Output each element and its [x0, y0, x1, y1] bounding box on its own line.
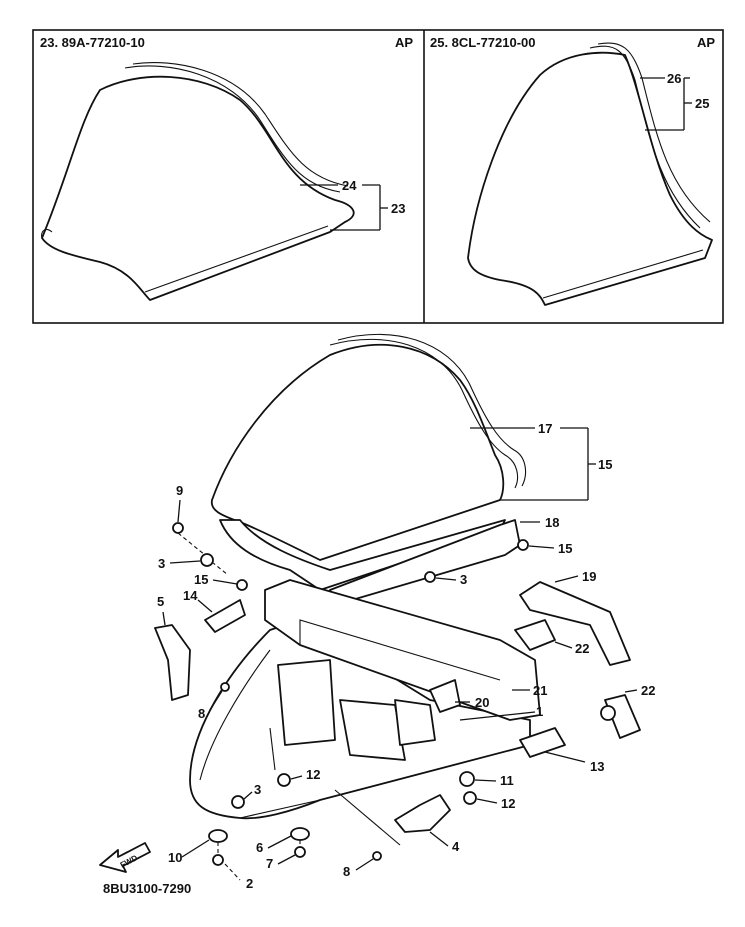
label-15-left: 15	[194, 572, 208, 587]
inset-right-region: AP	[697, 35, 715, 50]
part-1: 1	[459, 704, 543, 721]
label-1: 1	[536, 704, 543, 719]
part-20: 20	[429, 679, 489, 713]
label-24: 24	[342, 178, 357, 193]
label-10: 10	[168, 850, 182, 865]
bracket-5: 5	[154, 594, 191, 701]
callout-24-23-left: 24 23	[300, 178, 405, 231]
label-21: 21	[533, 683, 547, 698]
screw-8-lower	[372, 851, 382, 861]
label-19: 19	[582, 569, 596, 584]
callout-17-15: 17 15	[470, 421, 612, 501]
inset-left-region: AP	[395, 35, 413, 50]
label-5: 5	[157, 594, 164, 609]
label-3-upper: 3	[158, 556, 165, 571]
collar-7	[294, 846, 306, 858]
label-17: 17	[538, 421, 552, 436]
cowling-front	[219, 519, 506, 591]
inset-right-header: 25. 8CL-77210-00	[430, 35, 536, 50]
washer-11	[459, 771, 475, 787]
label-8-lower: 8	[343, 864, 350, 879]
damper-10	[208, 829, 228, 843]
damper-6	[290, 827, 310, 841]
washer-12-right	[463, 791, 477, 805]
label-6: 6	[256, 840, 263, 855]
bracket-19: 19	[519, 569, 631, 666]
screw-9-head	[172, 522, 184, 534]
bolt-2	[212, 854, 224, 866]
inset-left-header: 23. 89A-77210-10	[40, 35, 145, 50]
label-26: 26	[667, 71, 681, 86]
label-15-windscreen: 15	[598, 457, 612, 472]
label-25: 25	[695, 96, 709, 111]
bracket-4: 4	[394, 794, 460, 854]
label-23: 23	[391, 201, 405, 216]
label-12-right: 12	[501, 796, 515, 811]
label-20: 20	[475, 695, 489, 710]
label-7: 7	[266, 856, 273, 871]
windscreen-8cl	[467, 42, 713, 306]
label-3-middle: 3	[460, 572, 467, 587]
label-18: 18	[545, 515, 559, 530]
screw-15-left	[236, 579, 248, 591]
label-4: 4	[452, 839, 460, 854]
fwd-arrow: FWD	[99, 842, 151, 873]
windscreen-89a	[41, 62, 355, 301]
screw-8-upper	[220, 682, 230, 692]
footer-code: 8BU3100-7290	[103, 881, 191, 896]
inset-panels: 23. 89A-77210-10 AP 25. 8CL-77210-00 AP	[32, 29, 724, 324]
label-2: 2	[246, 876, 253, 891]
label-9: 9	[176, 483, 183, 498]
label-11: 11	[500, 773, 514, 788]
label-22-upper: 22	[575, 641, 589, 656]
callout-26-25-right: 26 25	[640, 71, 709, 131]
bracket-13: 13	[519, 727, 604, 774]
nut-3-middle	[424, 571, 436, 583]
nut-3-lower	[231, 795, 245, 809]
bracket-14: 14	[183, 588, 246, 633]
assembly-lines	[177, 532, 401, 881]
label-13: 13	[590, 759, 604, 774]
fastener-callouts: 9 3 15 3 15 8 12 3 11 12 10 6 7 2 8	[158, 483, 572, 891]
bracket-22b: 22	[600, 683, 655, 739]
label-22-lower: 22	[641, 683, 655, 698]
label-8-upper: 8	[198, 706, 205, 721]
bracket-22a: 22	[514, 619, 589, 656]
washer-12-left	[277, 773, 291, 787]
label-12-left: 12	[306, 767, 320, 782]
label-14: 14	[183, 588, 198, 603]
screw-15-right	[517, 539, 529, 551]
inset-frame	[32, 29, 724, 324]
windscreen-main	[210, 333, 527, 561]
nut-3-upper	[200, 553, 214, 567]
electrical-components	[277, 659, 436, 761]
label-3-lower: 3	[254, 782, 261, 797]
duct-21: 21	[264, 579, 547, 721]
label-15-right: 15	[558, 541, 572, 556]
